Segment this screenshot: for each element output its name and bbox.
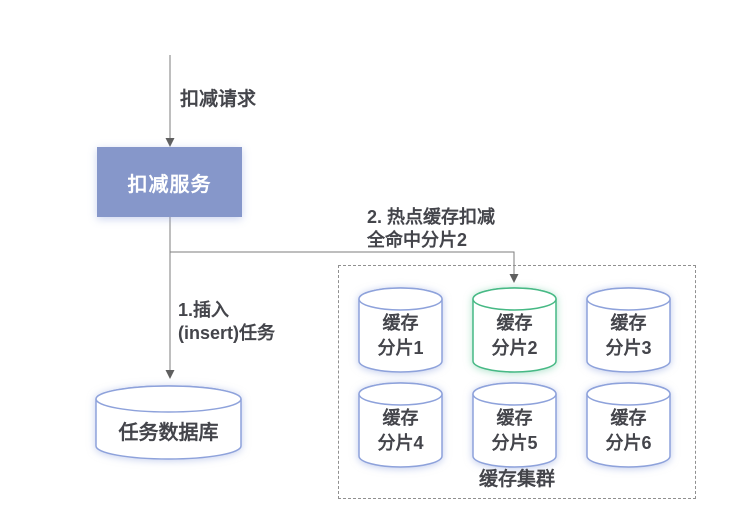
request-label: 扣减请求 <box>180 89 257 110</box>
shard-label: 缓存 分片2 <box>472 287 557 373</box>
insert-task-label: 1.插入 (insert)任务 <box>178 299 275 345</box>
shard-label-line1: 缓存 <box>610 313 647 333</box>
cache-shard-5: 缓存 分片5 <box>472 382 557 468</box>
cache-cluster-box: 缓存 分片1 缓存 分片2 <box>338 265 696 499</box>
insert-task-label-line1: 1.插入 <box>178 300 230 320</box>
shard-label-line1: 缓存 <box>496 313 533 333</box>
shard-label-line2: 分片4 <box>377 433 424 453</box>
task-database-cylinder: 任务数据库 <box>95 385 242 461</box>
database-cylinder-icon <box>586 382 671 468</box>
cluster-title: 缓存集群 <box>478 469 555 490</box>
shard-label: 缓存 分片4 <box>358 382 443 468</box>
hot-cache-label-line2: 全命中分片2 <box>367 230 468 250</box>
shard-label: 缓存 分片1 <box>358 287 443 373</box>
cache-shard-6: 缓存 分片6 <box>586 382 671 468</box>
deduction-service-box: 扣减服务 <box>97 147 242 217</box>
shard-label-line2: 分片2 <box>491 338 538 358</box>
database-cylinder-icon <box>586 287 671 373</box>
hot-cache-label: 2. 热点缓存扣减 全命中分片2 <box>367 206 495 252</box>
insert-task-label-line2: (insert)任务 <box>178 323 276 343</box>
shard-label-line2: 分片1 <box>377 338 424 358</box>
shard-label-line1: 缓存 <box>496 408 533 428</box>
database-cylinder-icon <box>95 385 242 460</box>
shard-label-line2: 分片5 <box>491 433 538 453</box>
shard-label-line2: 分片3 <box>605 338 652 358</box>
cache-shard-4: 缓存 分片4 <box>358 382 443 468</box>
shard-label-line2: 分片6 <box>605 433 652 453</box>
database-cylinder-icon <box>472 382 557 468</box>
database-cylinder-icon <box>472 287 557 373</box>
shard-label-line1: 缓存 <box>382 408 419 428</box>
task-database: 任务数据库 <box>95 385 242 461</box>
hot-cache-label-line1: 2. 热点缓存扣减 <box>367 207 496 227</box>
shard-label-line1: 缓存 <box>382 313 419 333</box>
cache-shard-2: 缓存 分片2 <box>472 287 557 373</box>
shard-label-line1: 缓存 <box>610 408 647 428</box>
shard-label: 缓存 分片6 <box>586 382 671 468</box>
shard-label: 缓存 分片5 <box>472 382 557 468</box>
cache-shard-1: 缓存 分片1 <box>358 287 443 373</box>
shard-label: 缓存 分片3 <box>586 287 671 373</box>
database-cylinder-icon <box>358 287 443 373</box>
database-cylinder-icon <box>358 382 443 468</box>
arrow-down-icon <box>165 138 175 147</box>
shard-grid: 缓存 分片1 缓存 分片2 <box>358 287 671 468</box>
cache-shard-3: 缓存 分片3 <box>586 287 671 373</box>
task-database-label: 任务数据库 <box>118 421 219 444</box>
arrow-down-icon <box>165 370 175 379</box>
service-box-label: 扣减服务 <box>127 173 212 196</box>
